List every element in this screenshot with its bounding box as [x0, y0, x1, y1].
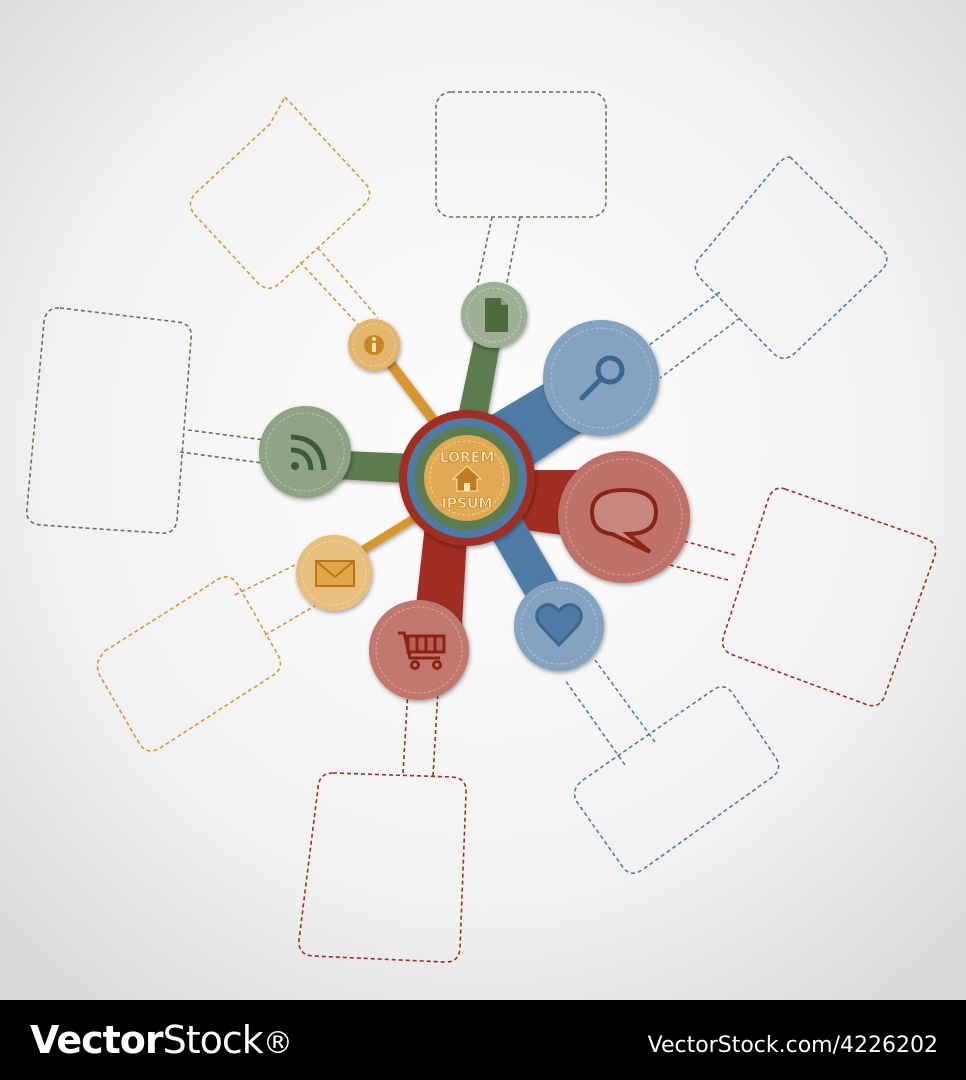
diagram-canvas: LOREM IPSUM — [0, 0, 966, 1000]
callout-box-bottom — [298, 689, 467, 963]
brand-light: Stock — [162, 1018, 264, 1062]
hub-label-top: LOREM — [440, 450, 495, 466]
mind-map-diagram: LOREM IPSUM — [0, 0, 966, 1000]
info-icon — [364, 335, 384, 355]
callout-box-lower-right — [564, 659, 780, 874]
image-reference: VectorStock.com/4226202 — [647, 1033, 938, 1058]
trademark: ® — [262, 1026, 293, 1061]
node-chat[interactable] — [558, 451, 690, 583]
search-icon — [579, 355, 625, 401]
shopping-cart-icon — [398, 631, 446, 670]
footer-bar: VectorStock® VectorStock.com/4226202 — [0, 1000, 966, 1080]
home-icon — [451, 465, 483, 492]
envelope-icon — [315, 560, 355, 587]
callout-box-top-left — [189, 95, 379, 333]
vectorstock-logo: VectorStock® — [30, 1018, 293, 1062]
callout-box-top-right — [639, 156, 888, 379]
rss-icon — [290, 434, 327, 471]
document-icon — [485, 298, 508, 332]
brand-bold: Vector — [30, 1018, 164, 1062]
callout-box-top — [435, 91, 607, 293]
speech-bubble-icon — [589, 487, 659, 554]
callout-box-right — [669, 487, 937, 707]
heart-icon — [535, 603, 583, 648]
hub-label-bottom: IPSUM — [442, 496, 493, 512]
